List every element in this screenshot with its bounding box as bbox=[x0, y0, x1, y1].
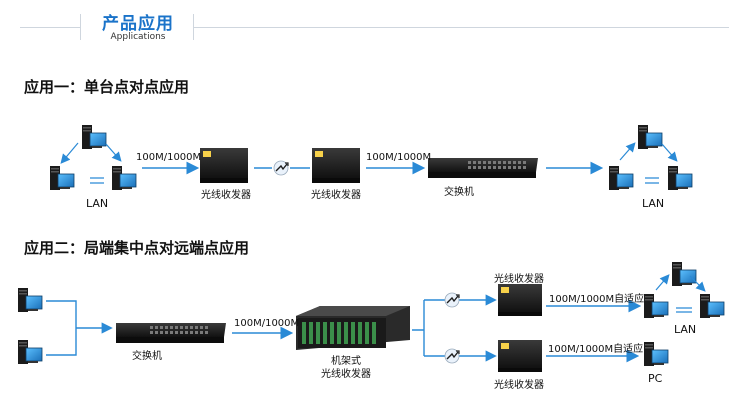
remote-lan-pc-top-icon bbox=[671, 261, 697, 287]
converter-top-label: 光线收发器 bbox=[494, 274, 544, 285]
rack-label-line1: 机架式 bbox=[331, 356, 361, 367]
switch1-device bbox=[428, 158, 538, 178]
converter2-label: 光线收发器 bbox=[311, 190, 361, 201]
switch2-device bbox=[116, 323, 226, 343]
header-divider-left bbox=[20, 27, 80, 28]
converter1-device bbox=[200, 148, 248, 183]
fiber-top-icon bbox=[444, 292, 460, 308]
app2-pc-bracket bbox=[46, 300, 110, 356]
fiber-link-icon bbox=[273, 160, 289, 176]
adapt-top-label: 100M/1000M自适应 bbox=[549, 294, 645, 305]
lan-right-pc-right-icon bbox=[667, 165, 693, 191]
remote-lan-link-c bbox=[676, 307, 692, 313]
header-tick-right bbox=[193, 14, 194, 40]
lan-right-pc-top-icon bbox=[637, 124, 663, 150]
lan-right-link-c bbox=[645, 177, 659, 184]
switch2-label: 交换机 bbox=[132, 351, 162, 362]
app2-fork bbox=[412, 300, 425, 356]
header-divider-right bbox=[194, 27, 729, 28]
lan-left-pc-left-icon bbox=[49, 165, 75, 191]
lan-right-pc-left-icon bbox=[608, 165, 634, 191]
remote-lan-pc-right-icon bbox=[699, 293, 725, 319]
converter-bottom-device bbox=[498, 340, 542, 372]
lan-left-link-a bbox=[60, 142, 79, 164]
app1-link2-label: 100M/1000M bbox=[366, 152, 432, 163]
lan-right-label: LAN bbox=[642, 197, 665, 210]
remote-lan-link-a bbox=[655, 274, 670, 291]
lan-right-link-b bbox=[661, 143, 678, 162]
lan-left-label: LAN bbox=[86, 197, 109, 210]
remote-lan-label: LAN bbox=[674, 323, 697, 336]
remote-pc-label: PC bbox=[648, 372, 663, 385]
app2-link-label: 100M/1000M bbox=[234, 318, 300, 329]
converter-top-device bbox=[498, 284, 542, 316]
converter2-device bbox=[312, 148, 360, 183]
lan-left-link-c bbox=[90, 177, 104, 184]
lan-left-link-b bbox=[105, 143, 122, 162]
app2-title: 应用二：局端集中点对远端点应用 bbox=[24, 239, 250, 257]
lan-left-pc-right-icon bbox=[111, 165, 137, 191]
remote-lan-link-b bbox=[689, 275, 706, 292]
lan-left-pc-top-icon bbox=[81, 124, 107, 150]
app2-pc-bottom-icon bbox=[17, 339, 43, 365]
lan-right-link-a bbox=[619, 142, 636, 161]
remote-lan-pc-left-icon bbox=[643, 293, 669, 319]
header-subtitle: Applications bbox=[110, 32, 166, 42]
adapt-bottom-label: 100M/1000M自适应 bbox=[548, 344, 644, 355]
rack-converter-device bbox=[296, 306, 410, 350]
header-title: 产品应用 bbox=[102, 14, 174, 34]
app2-pc-top-icon bbox=[17, 287, 43, 313]
converter1-label: 光线收发器 bbox=[201, 190, 251, 201]
app1-title: 应用一：单台点对点应用 bbox=[24, 78, 190, 96]
rack-label-line2: 光线收发器 bbox=[321, 369, 371, 380]
header-tick-left bbox=[80, 14, 81, 40]
switch1-label: 交换机 bbox=[444, 187, 474, 198]
app1-link1-label: 100M/1000M bbox=[136, 152, 202, 163]
remote-pc-icon bbox=[643, 341, 669, 367]
fiber-bottom-icon bbox=[444, 348, 460, 364]
converter-bottom-label: 光线收发器 bbox=[494, 380, 544, 391]
